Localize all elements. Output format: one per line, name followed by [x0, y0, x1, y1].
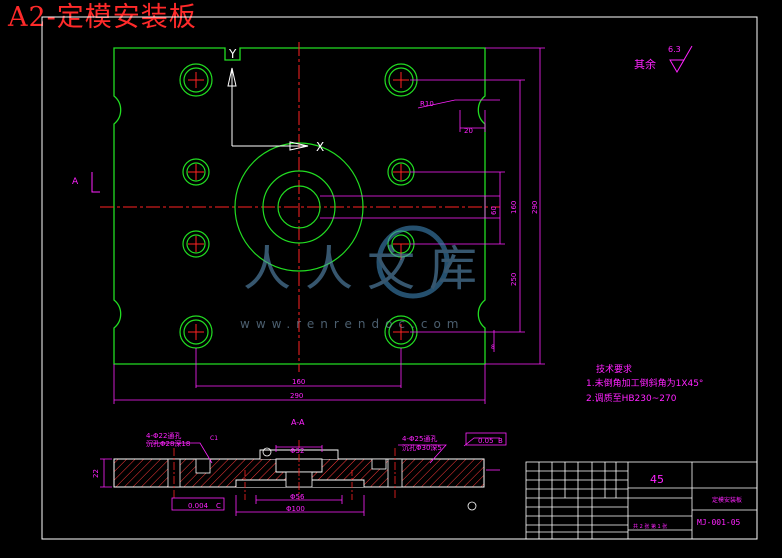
flatness-datum: C	[216, 502, 221, 510]
material-value: 45	[650, 473, 664, 486]
dim-160-vertical: 160	[510, 201, 518, 214]
dim-d56: Φ56	[290, 493, 305, 501]
boss-mid-circle	[262, 170, 336, 244]
top-view: Y X A	[72, 42, 500, 372]
bolt-hole	[179, 63, 213, 97]
dim-thickness-22: 22	[92, 469, 100, 478]
bolt-hole-inner	[186, 234, 206, 254]
bolt-hole-inner	[183, 319, 209, 345]
tech-req-line-1: 1.未倒角加工倒斜角为1X45°	[586, 377, 703, 389]
dim-8: 8	[491, 344, 495, 351]
note-holes-left: 4-Φ22通孔	[146, 431, 181, 440]
bolt-hole-inner	[186, 162, 206, 182]
dim-290-horizontal: 290	[290, 392, 303, 400]
sheet-count: 共 2 张 第 1 张	[633, 523, 667, 530]
dim-60: 60	[490, 206, 498, 215]
part-name: 定模安装板	[712, 496, 742, 504]
note-holes-right: 4-Φ25通孔	[402, 434, 437, 443]
roughness-value: 6.3	[668, 45, 681, 54]
tech-req-line-2: 2.调质至HB230~270	[586, 392, 677, 404]
boss-inner-circle	[277, 185, 321, 229]
datum-b-circle	[467, 501, 477, 511]
drawing-code: MJ-001-05	[697, 518, 741, 527]
section-view	[113, 440, 485, 500]
parallelism-value: 0.05	[478, 437, 494, 445]
flatness-frame	[171, 497, 225, 511]
bolt-hole	[182, 230, 210, 258]
watermark-main: 人人文库	[243, 241, 491, 297]
boss-outer-circle	[234, 142, 364, 272]
sheet-border	[41, 16, 758, 540]
axis-x-label: X	[316, 140, 324, 154]
dim-290-vertical: 290	[531, 201, 539, 214]
watermark: 人人文库 www.renrendoc.com	[240, 225, 491, 331]
chamfer-c1: C1	[210, 435, 218, 442]
parallelism-datum: B	[498, 437, 503, 445]
parallelism-frame	[465, 432, 507, 446]
dim-160-horizontal: 160	[292, 378, 305, 386]
section-view-label: A-A	[291, 418, 305, 427]
plate-outline	[113, 47, 486, 365]
section-marker: A	[72, 177, 79, 187]
watermark-url: www.renrendoc.com	[240, 317, 464, 331]
section-dimensions	[100, 437, 500, 516]
dim-20: 20	[464, 127, 473, 135]
roughness-label: 其余	[634, 57, 656, 71]
title-block	[525, 461, 758, 540]
bolt-hole	[182, 158, 210, 186]
tech-req-heading: 技术要求	[596, 363, 632, 375]
dim-d32: Φ32	[290, 447, 304, 455]
coordinate-axes	[227, 67, 309, 151]
axis-y-label: Y	[228, 47, 237, 61]
note-cbore-left: 沉孔Φ28深18	[146, 439, 190, 448]
dim-250: 250	[510, 273, 518, 286]
section-marker-line	[91, 172, 100, 193]
datum-c-circle	[262, 447, 272, 457]
flatness-value: 0.004	[188, 502, 209, 510]
dim-r10: R10	[420, 100, 434, 108]
dim-d100: Φ100	[286, 505, 305, 513]
hole-crosshairs	[188, 72, 409, 340]
note-cbore-right: 沉孔Φ30深5	[402, 443, 442, 452]
bolt-hole-inner	[183, 67, 209, 93]
top-view-dimensions	[113, 47, 545, 404]
roughness-symbol	[669, 45, 693, 73]
